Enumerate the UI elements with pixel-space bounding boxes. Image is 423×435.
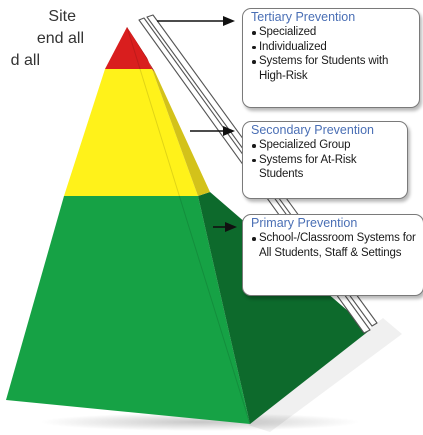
primary-tier-front-face	[6, 196, 250, 424]
secondary-item-specialized-group: Specialized Group	[251, 138, 401, 153]
tertiary-prevention-title: Tertiary Prevention	[251, 10, 356, 24]
secondary-connector-arrow	[190, 126, 235, 136]
secondary-tier-side-face	[152, 69, 210, 196]
tertiary-prevention-box: Tertiary Prevention Specialized Individu…	[242, 8, 420, 108]
secondary-tier-front-face	[64, 69, 198, 196]
pyramid-front-edge	[126, 26, 251, 425]
pyramid-side-shadow	[248, 318, 402, 432]
tertiary-item-individualized: Individualized	[251, 40, 413, 55]
secondary-prevention-title: Secondary Prevention	[251, 123, 374, 137]
primary-prevention-list: School-/Classroom Systems for All Studen…	[251, 231, 417, 260]
cropped-text-line-3: d all	[10, 52, 40, 69]
primary-connector-arrow	[213, 222, 237, 232]
primary-item-schoolwide-systems: School-/Classroom Systems for All Studen…	[251, 231, 417, 260]
tertiary-connector-arrow	[157, 16, 235, 26]
tertiary-item-specialized: Specialized	[251, 25, 413, 40]
tertiary-tier	[105, 27, 155, 72]
secondary-item-at-risk-systems: Systems for At-Risk Students	[251, 153, 401, 182]
primary-tier-side-face	[198, 192, 370, 424]
primary-prevention-box: Primary Prevention School-/Classroom Sys…	[242, 214, 423, 296]
secondary-prevention-list: Specialized Group Systems for At-Risk St…	[251, 138, 401, 182]
cropped-text-line-1: Site	[48, 8, 76, 25]
tertiary-tier-front-face	[105, 27, 152, 69]
cropped-text-line-2: end all	[36, 30, 84, 47]
tertiary-tier-side-face	[127, 27, 155, 72]
secondary-tier	[64, 69, 210, 196]
primary-tier	[6, 192, 370, 424]
tertiary-prevention-list: Specialized Individualized Systems for S…	[251, 25, 413, 83]
tertiary-item-high-risk-systems: Systems for Students with High-Risk	[251, 54, 413, 83]
primary-prevention-title: Primary Prevention	[251, 216, 358, 230]
pyramid-floor-shadow	[40, 413, 360, 431]
secondary-prevention-box: Secondary Prevention Specialized Group S…	[242, 121, 408, 199]
